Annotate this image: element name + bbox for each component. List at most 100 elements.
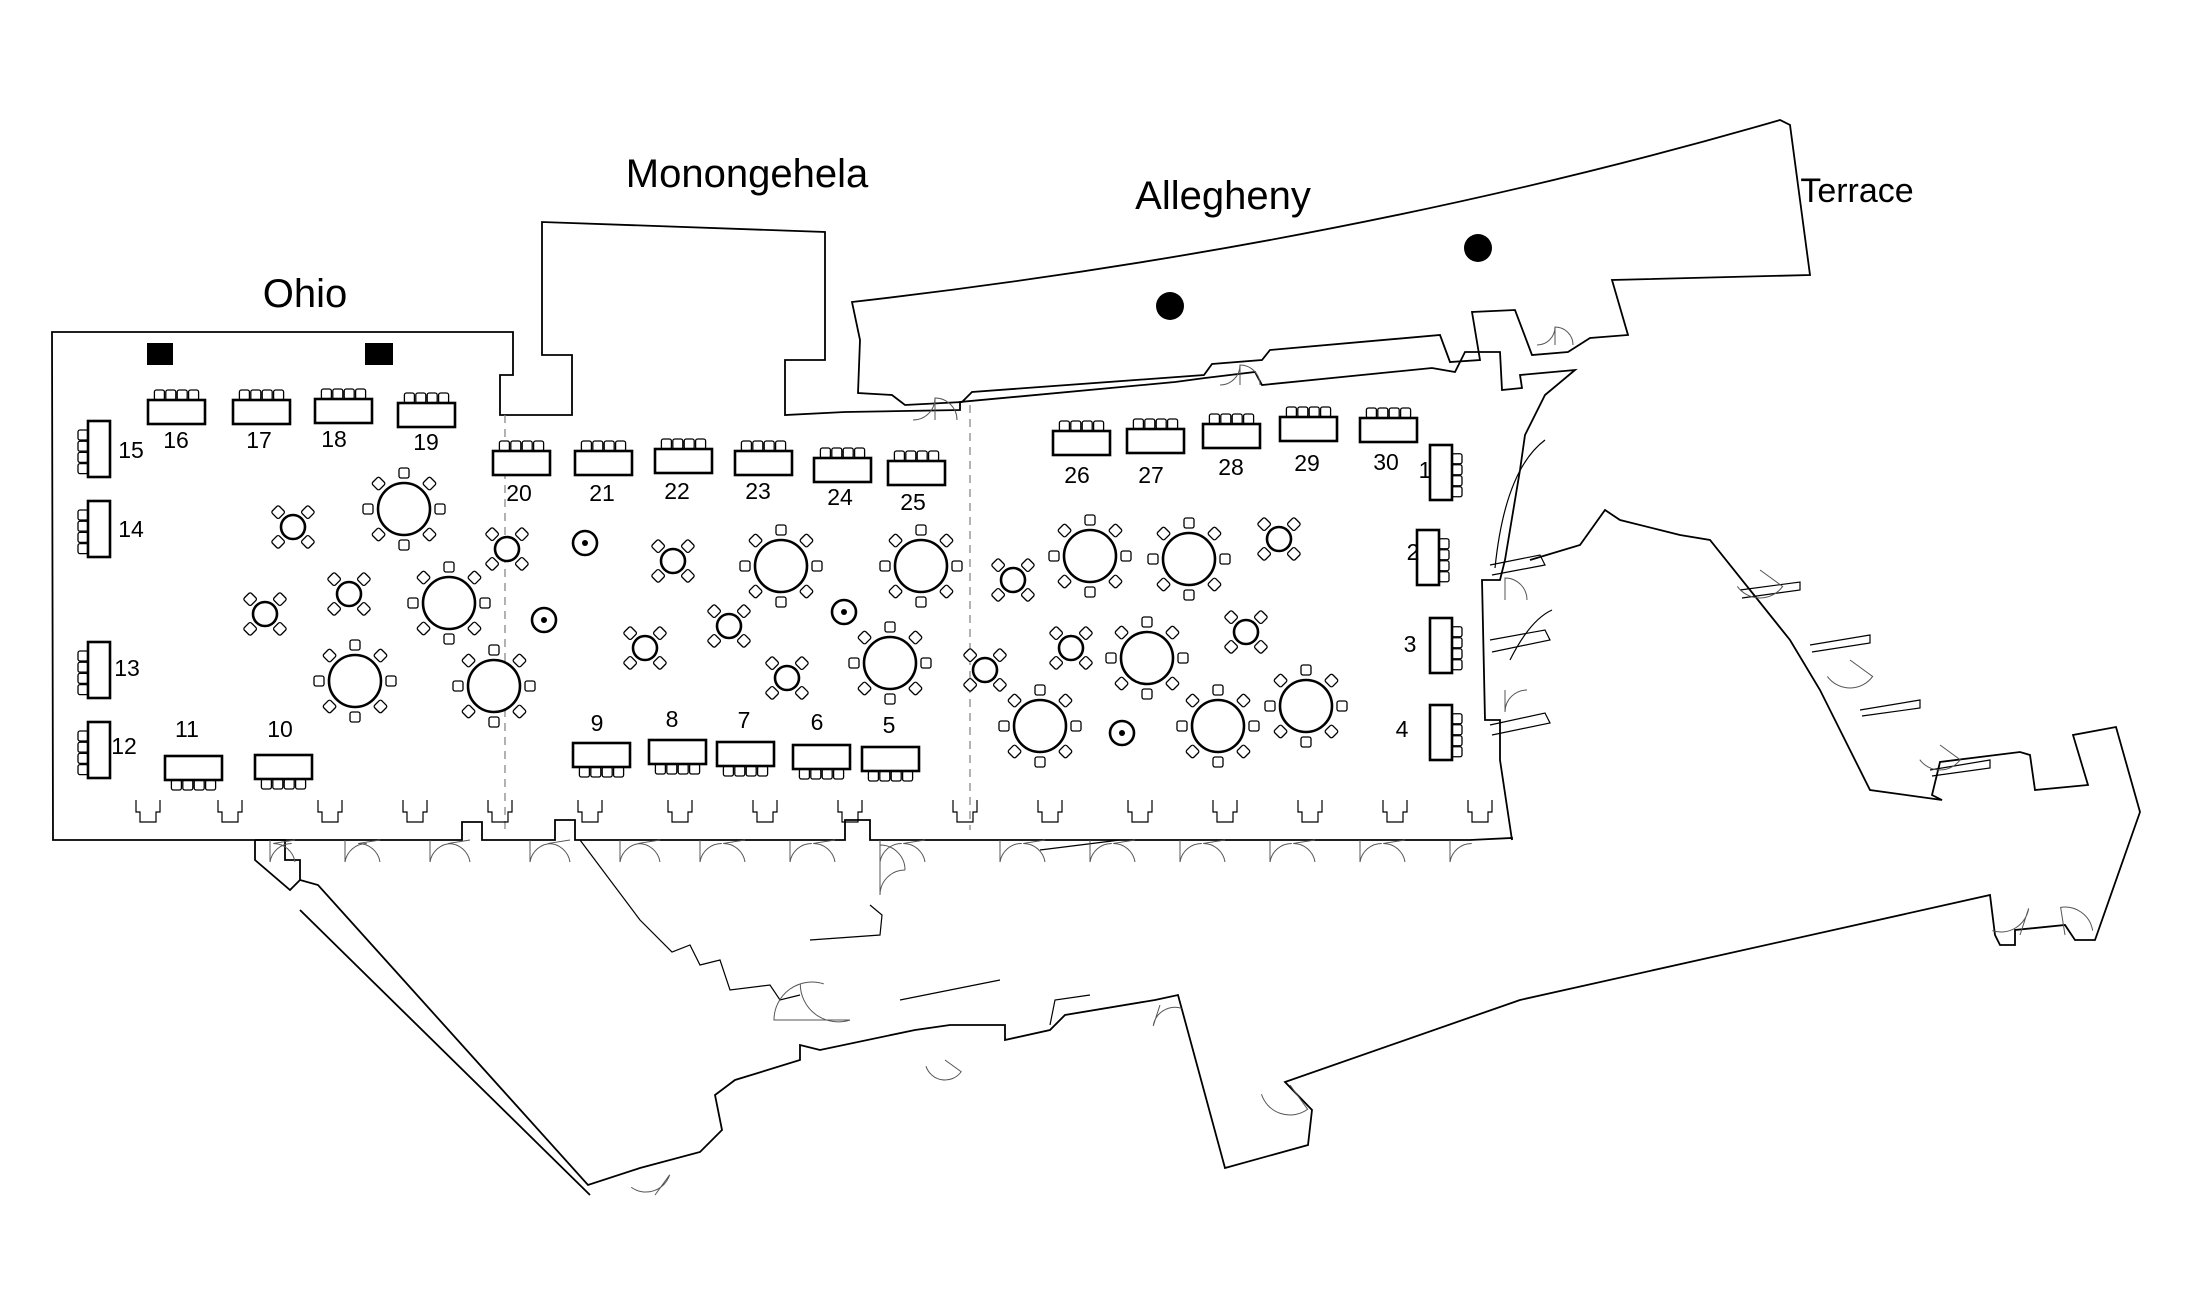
south-corridor — [579, 839, 1121, 1026]
pillars — [147, 234, 1492, 365]
door-swing — [1359, 840, 1382, 863]
wall-notch — [752, 800, 778, 823]
wall-notch — [317, 800, 343, 823]
door-swings — [135, 326, 2094, 1196]
round-table — [485, 527, 529, 571]
door-swing — [879, 869, 906, 896]
booth-table — [77, 720, 112, 780]
booth-number: 12 — [111, 733, 137, 759]
booth-table — [715, 740, 776, 777]
door-swing — [879, 840, 902, 863]
booth-table — [1278, 406, 1339, 443]
booth-table — [1428, 616, 1463, 675]
round-table — [848, 621, 932, 705]
booth-number: 18 — [321, 426, 347, 452]
booth-number: 6 — [811, 709, 824, 735]
booth-table — [886, 450, 947, 487]
door-swing — [638, 839, 661, 863]
room-label-ohio: Ohio — [263, 272, 348, 316]
door-swing — [1203, 839, 1226, 863]
booth-table — [146, 389, 207, 426]
booth-table — [1125, 418, 1186, 455]
booth-number: 9 — [591, 710, 604, 736]
door-swing — [1554, 326, 1574, 346]
foyer-outline — [255, 508, 2141, 1187]
round-table — [243, 592, 287, 636]
round-table — [991, 558, 1035, 602]
booth-number: 22 — [664, 478, 690, 504]
booth-table — [647, 738, 708, 775]
door-swing — [1826, 659, 1874, 689]
booth-number: 26 — [1064, 462, 1090, 488]
booth-number: 30 — [1373, 449, 1399, 475]
wall-notch — [402, 800, 428, 823]
bullseye — [1108, 719, 1136, 747]
door-swing — [1504, 689, 1528, 713]
main-hall-outline — [51, 221, 1578, 841]
round-table — [998, 684, 1082, 768]
wall-notch — [577, 800, 603, 823]
booth-table — [77, 499, 112, 559]
round-table — [1048, 514, 1132, 598]
round-table — [271, 505, 315, 549]
booth-table — [253, 753, 314, 790]
door-swing — [1536, 326, 1556, 346]
booth-table — [812, 447, 873, 484]
wall-notch — [952, 800, 978, 823]
booth-table — [396, 392, 457, 429]
door-swing — [1449, 840, 1472, 863]
door-swing — [699, 840, 722, 863]
door-swing — [912, 397, 936, 421]
booth-table — [163, 754, 224, 791]
door-swing — [630, 1174, 671, 1196]
door-swing — [1504, 577, 1528, 601]
booth-table — [313, 388, 374, 425]
booth-table — [571, 741, 632, 778]
door-swing — [273, 839, 296, 863]
door-swing — [344, 840, 367, 863]
door-swing — [1260, 1084, 1309, 1116]
booth-table — [573, 440, 634, 477]
round-table — [1257, 517, 1301, 561]
wall-notch — [217, 800, 243, 823]
door-swing — [925, 1059, 962, 1081]
booth-table — [77, 419, 112, 479]
round-table — [362, 467, 446, 551]
booth-number: 25 — [900, 489, 926, 515]
door-swing — [723, 839, 746, 863]
door-swing — [548, 839, 571, 863]
booth-table — [77, 640, 112, 700]
booth-table — [860, 745, 921, 782]
booth-number: 23 — [745, 478, 771, 504]
booth-number: 27 — [1138, 462, 1164, 488]
wall-notch — [1467, 800, 1493, 823]
booth-table — [653, 438, 714, 475]
door-swing — [1992, 908, 2030, 936]
booth-table — [733, 440, 794, 477]
wall-notch — [1037, 800, 1063, 823]
door-swing — [999, 840, 1022, 863]
booth-number: 14 — [118, 516, 144, 542]
round-table — [707, 604, 751, 648]
east-spurs — [1489, 439, 1991, 777]
door-swing — [813, 839, 836, 863]
pillar — [147, 343, 173, 365]
round-table — [1147, 517, 1231, 601]
door-swing — [1023, 839, 1046, 863]
booth-number: 21 — [589, 480, 615, 506]
terrace-outline — [850, 119, 1812, 406]
booth-table — [1415, 528, 1450, 587]
booth-numbers: 1 2 3 4 5 6 7 8 9 10 11 12 13 14 15 16 1… — [111, 426, 1431, 759]
booths — [77, 388, 1463, 791]
door-swing — [269, 840, 292, 863]
booth-table — [1428, 703, 1463, 762]
booth-number: 29 — [1294, 450, 1320, 476]
wall-notch — [1212, 800, 1238, 823]
booth-number: 19 — [413, 429, 439, 455]
door-swing — [789, 840, 812, 863]
booth-number: 17 — [246, 427, 272, 453]
door-swing — [879, 844, 906, 871]
booth-number: 2 — [1407, 539, 1420, 565]
round-tables — [243, 467, 1348, 768]
